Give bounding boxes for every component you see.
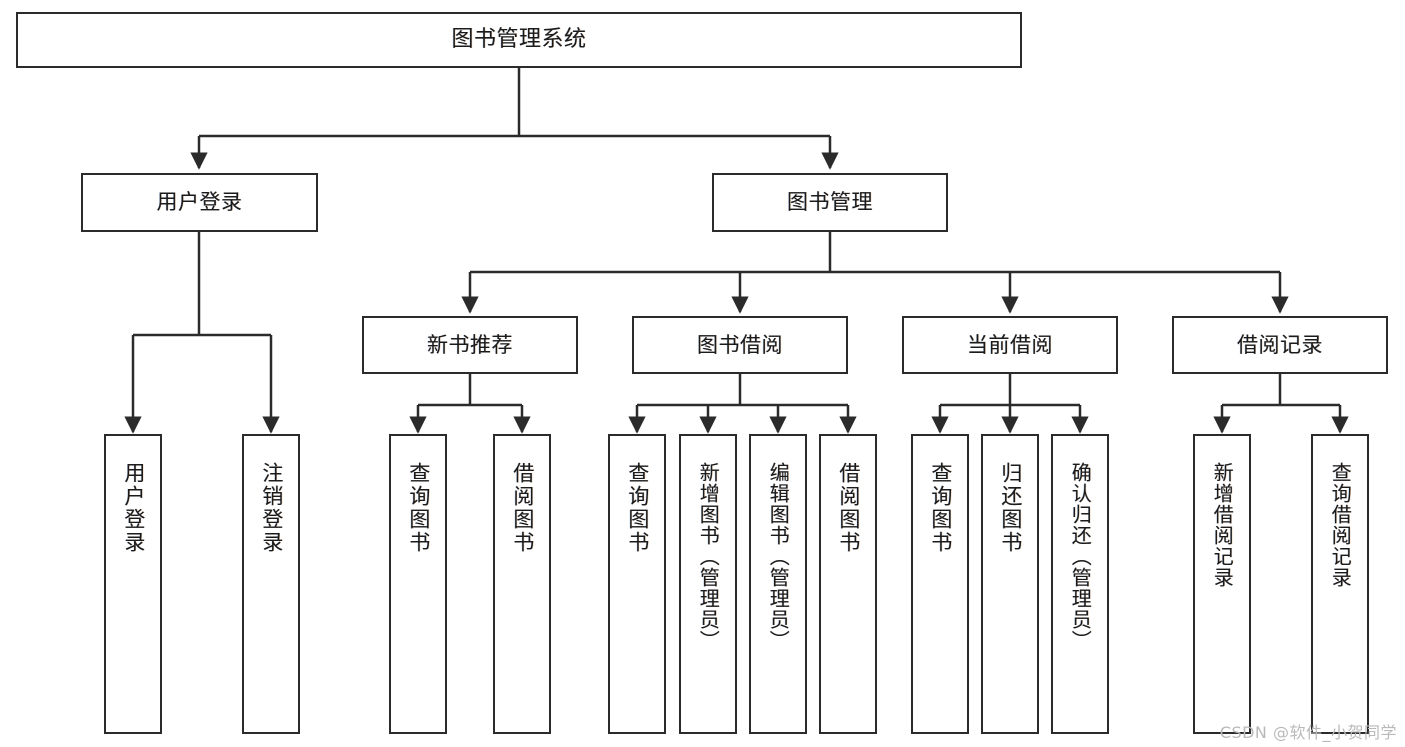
node-label: 图书管理 xyxy=(787,190,873,215)
node-label: 新书推荐 xyxy=(427,332,513,357)
leaf-edit-book-admin[interactable]: 编辑图书（管理员） xyxy=(749,434,807,734)
node-book-borrow[interactable]: 图书借阅 xyxy=(632,316,848,374)
node-label: 查询图书 xyxy=(406,462,431,554)
node-label: 用户登录 xyxy=(156,190,243,215)
node-label: 编辑图书（管理员） xyxy=(766,462,791,651)
node-book-management[interactable]: 图书管理 xyxy=(712,173,948,232)
node-label: 查询图书 xyxy=(928,462,953,554)
node-label: 归还图书 xyxy=(998,462,1023,554)
node-label: 注销登录 xyxy=(259,462,284,554)
node-current-borrow[interactable]: 当前借阅 xyxy=(902,316,1118,374)
node-label: 借阅图书 xyxy=(510,462,535,554)
node-label: 图书借阅 xyxy=(697,332,783,357)
leaf-query-book-recommend[interactable]: 查询图书 xyxy=(389,434,447,734)
node-borrow-record[interactable]: 借阅记录 xyxy=(1172,316,1388,374)
node-label: 确认归还（管理员） xyxy=(1068,462,1093,651)
node-root-system[interactable]: 图书管理系统 xyxy=(16,12,1022,68)
node-label: 借阅图书 xyxy=(836,462,861,554)
leaf-user-login[interactable]: 用户登录 xyxy=(104,434,162,734)
node-label: 图书管理系统 xyxy=(451,27,587,53)
leaf-borrow-book-borrow[interactable]: 借阅图书 xyxy=(819,434,877,734)
node-label: 查询借阅记录 xyxy=(1328,462,1353,588)
node-user-login[interactable]: 用户登录 xyxy=(81,173,318,232)
node-label: 新增图书（管理员） xyxy=(696,462,721,651)
node-label: 新增借阅记录 xyxy=(1210,462,1235,588)
leaf-query-borrow-record[interactable]: 查询借阅记录 xyxy=(1311,434,1369,734)
leaf-logout[interactable]: 注销登录 xyxy=(242,434,300,734)
node-label: 借阅记录 xyxy=(1237,332,1323,357)
leaf-borrow-book-recommend[interactable]: 借阅图书 xyxy=(493,434,551,734)
leaf-return-book[interactable]: 归还图书 xyxy=(981,434,1039,734)
leaf-confirm-return-admin[interactable]: 确认归还（管理员） xyxy=(1051,434,1109,734)
node-label: 用户登录 xyxy=(121,462,146,554)
leaf-add-book-admin[interactable]: 新增图书（管理员） xyxy=(679,434,737,734)
leaf-query-book-current[interactable]: 查询图书 xyxy=(911,434,969,734)
leaf-query-book-borrow[interactable]: 查询图书 xyxy=(608,434,666,734)
node-label: 查询图书 xyxy=(625,462,650,554)
node-label: 当前借阅 xyxy=(967,332,1053,357)
leaf-add-borrow-record[interactable]: 新增借阅记录 xyxy=(1193,434,1251,734)
csdn-watermark: CSDN @软件_小贺同学 xyxy=(1219,723,1397,742)
node-new-book-recommend[interactable]: 新书推荐 xyxy=(362,316,578,374)
